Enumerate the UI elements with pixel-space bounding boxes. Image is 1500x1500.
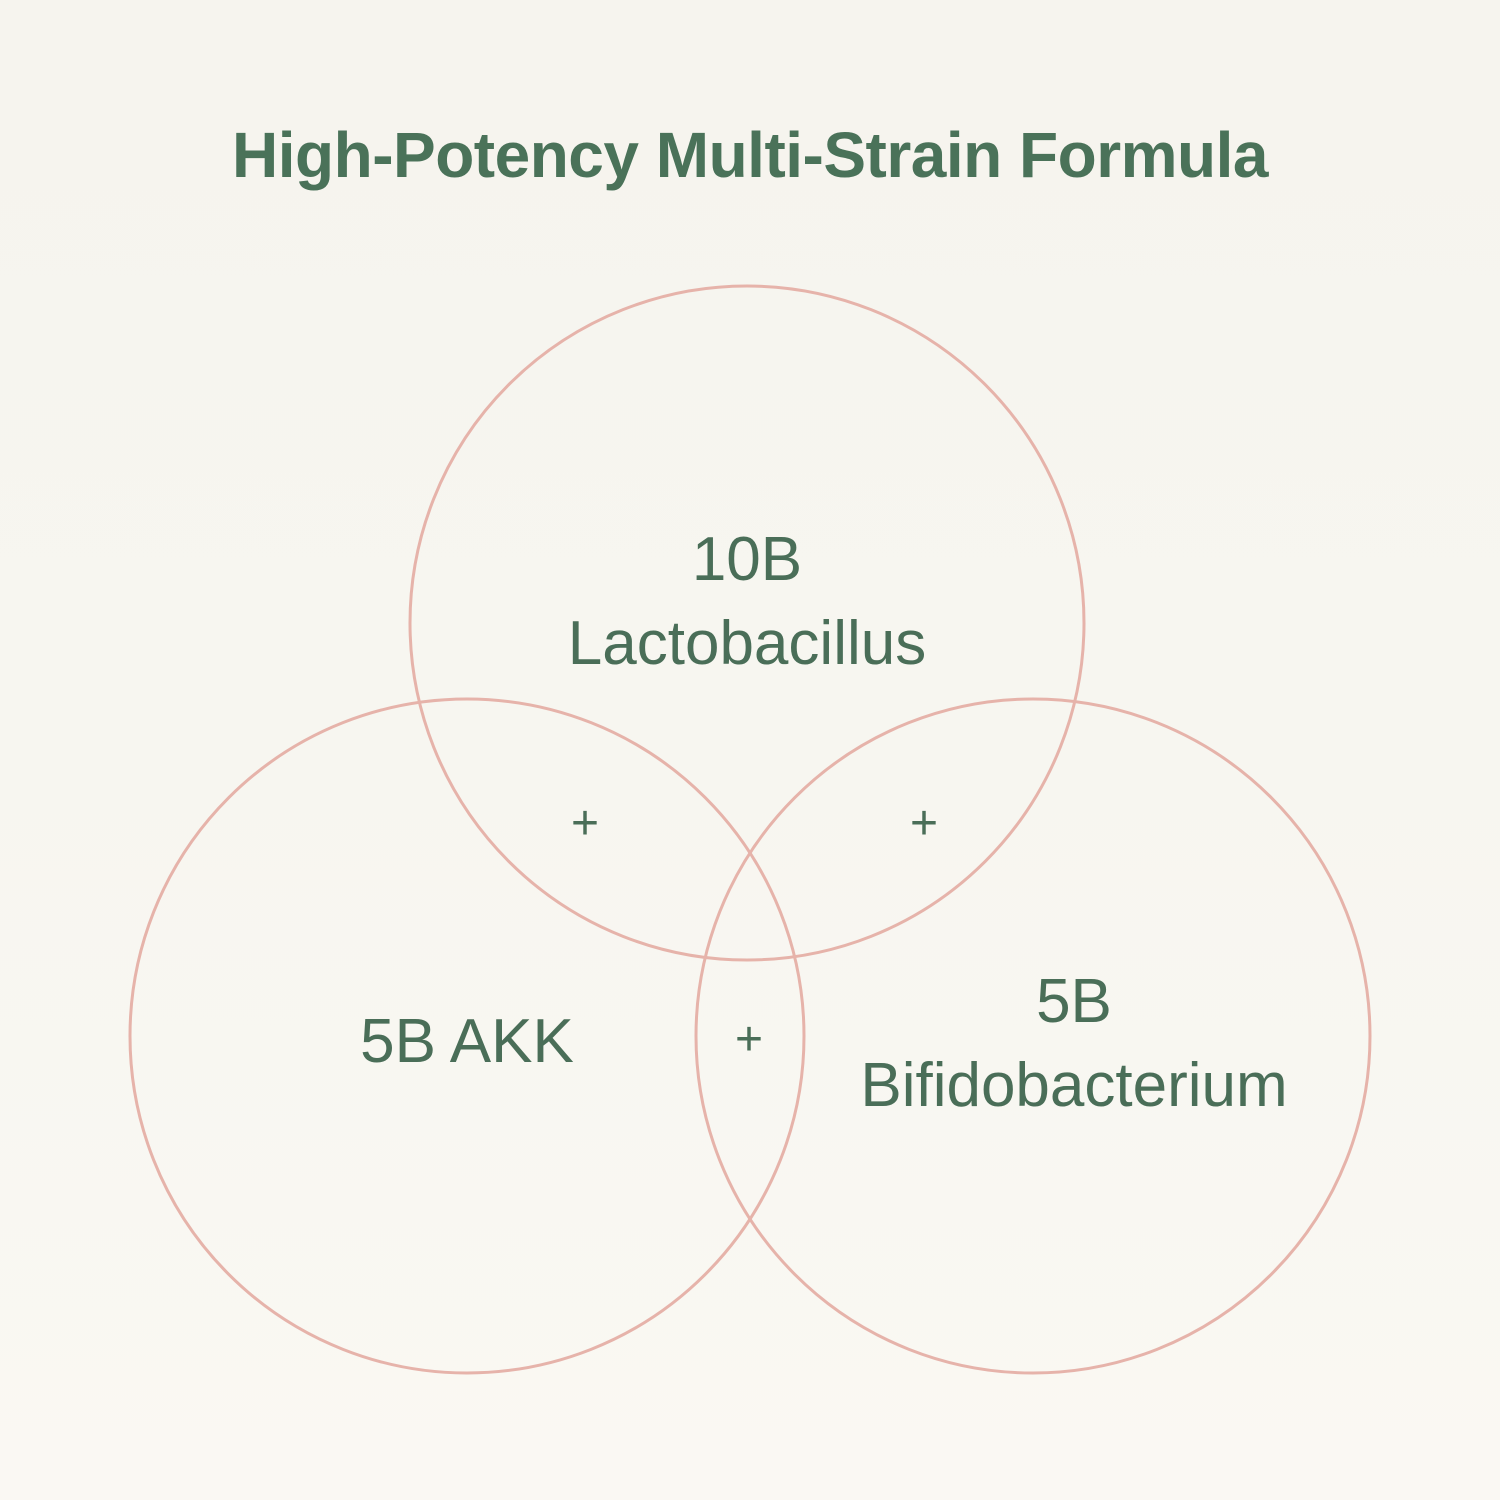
plus-icon-top-left: + [570, 797, 600, 850]
bifidobacterium-amount: 5B [1036, 967, 1112, 1036]
akk-amount: 5B AKK [360, 1007, 574, 1076]
label-bifidobacterium: 5B Bifidobacterium [774, 960, 1374, 1127]
page-title: High-Potency Multi-Strain Formula [232, 119, 1268, 191]
bifidobacterium-name: Bifidobacterium [860, 1050, 1288, 1120]
label-lactobacillus: 10B Lactobacillus [447, 518, 1047, 685]
lactobacillus-name: Lactobacillus [567, 608, 927, 678]
circle-lactobacillus [408, 284, 1086, 962]
circle-akk [128, 697, 806, 1375]
plus-icon-top-right: + [909, 797, 939, 850]
lactobacillus-amount: 10B [691, 525, 803, 594]
plus-icon-bottom: + [734, 1013, 764, 1066]
circle-bifidobacterium [694, 697, 1372, 1375]
label-akk: 5B AKK [267, 1000, 667, 1084]
